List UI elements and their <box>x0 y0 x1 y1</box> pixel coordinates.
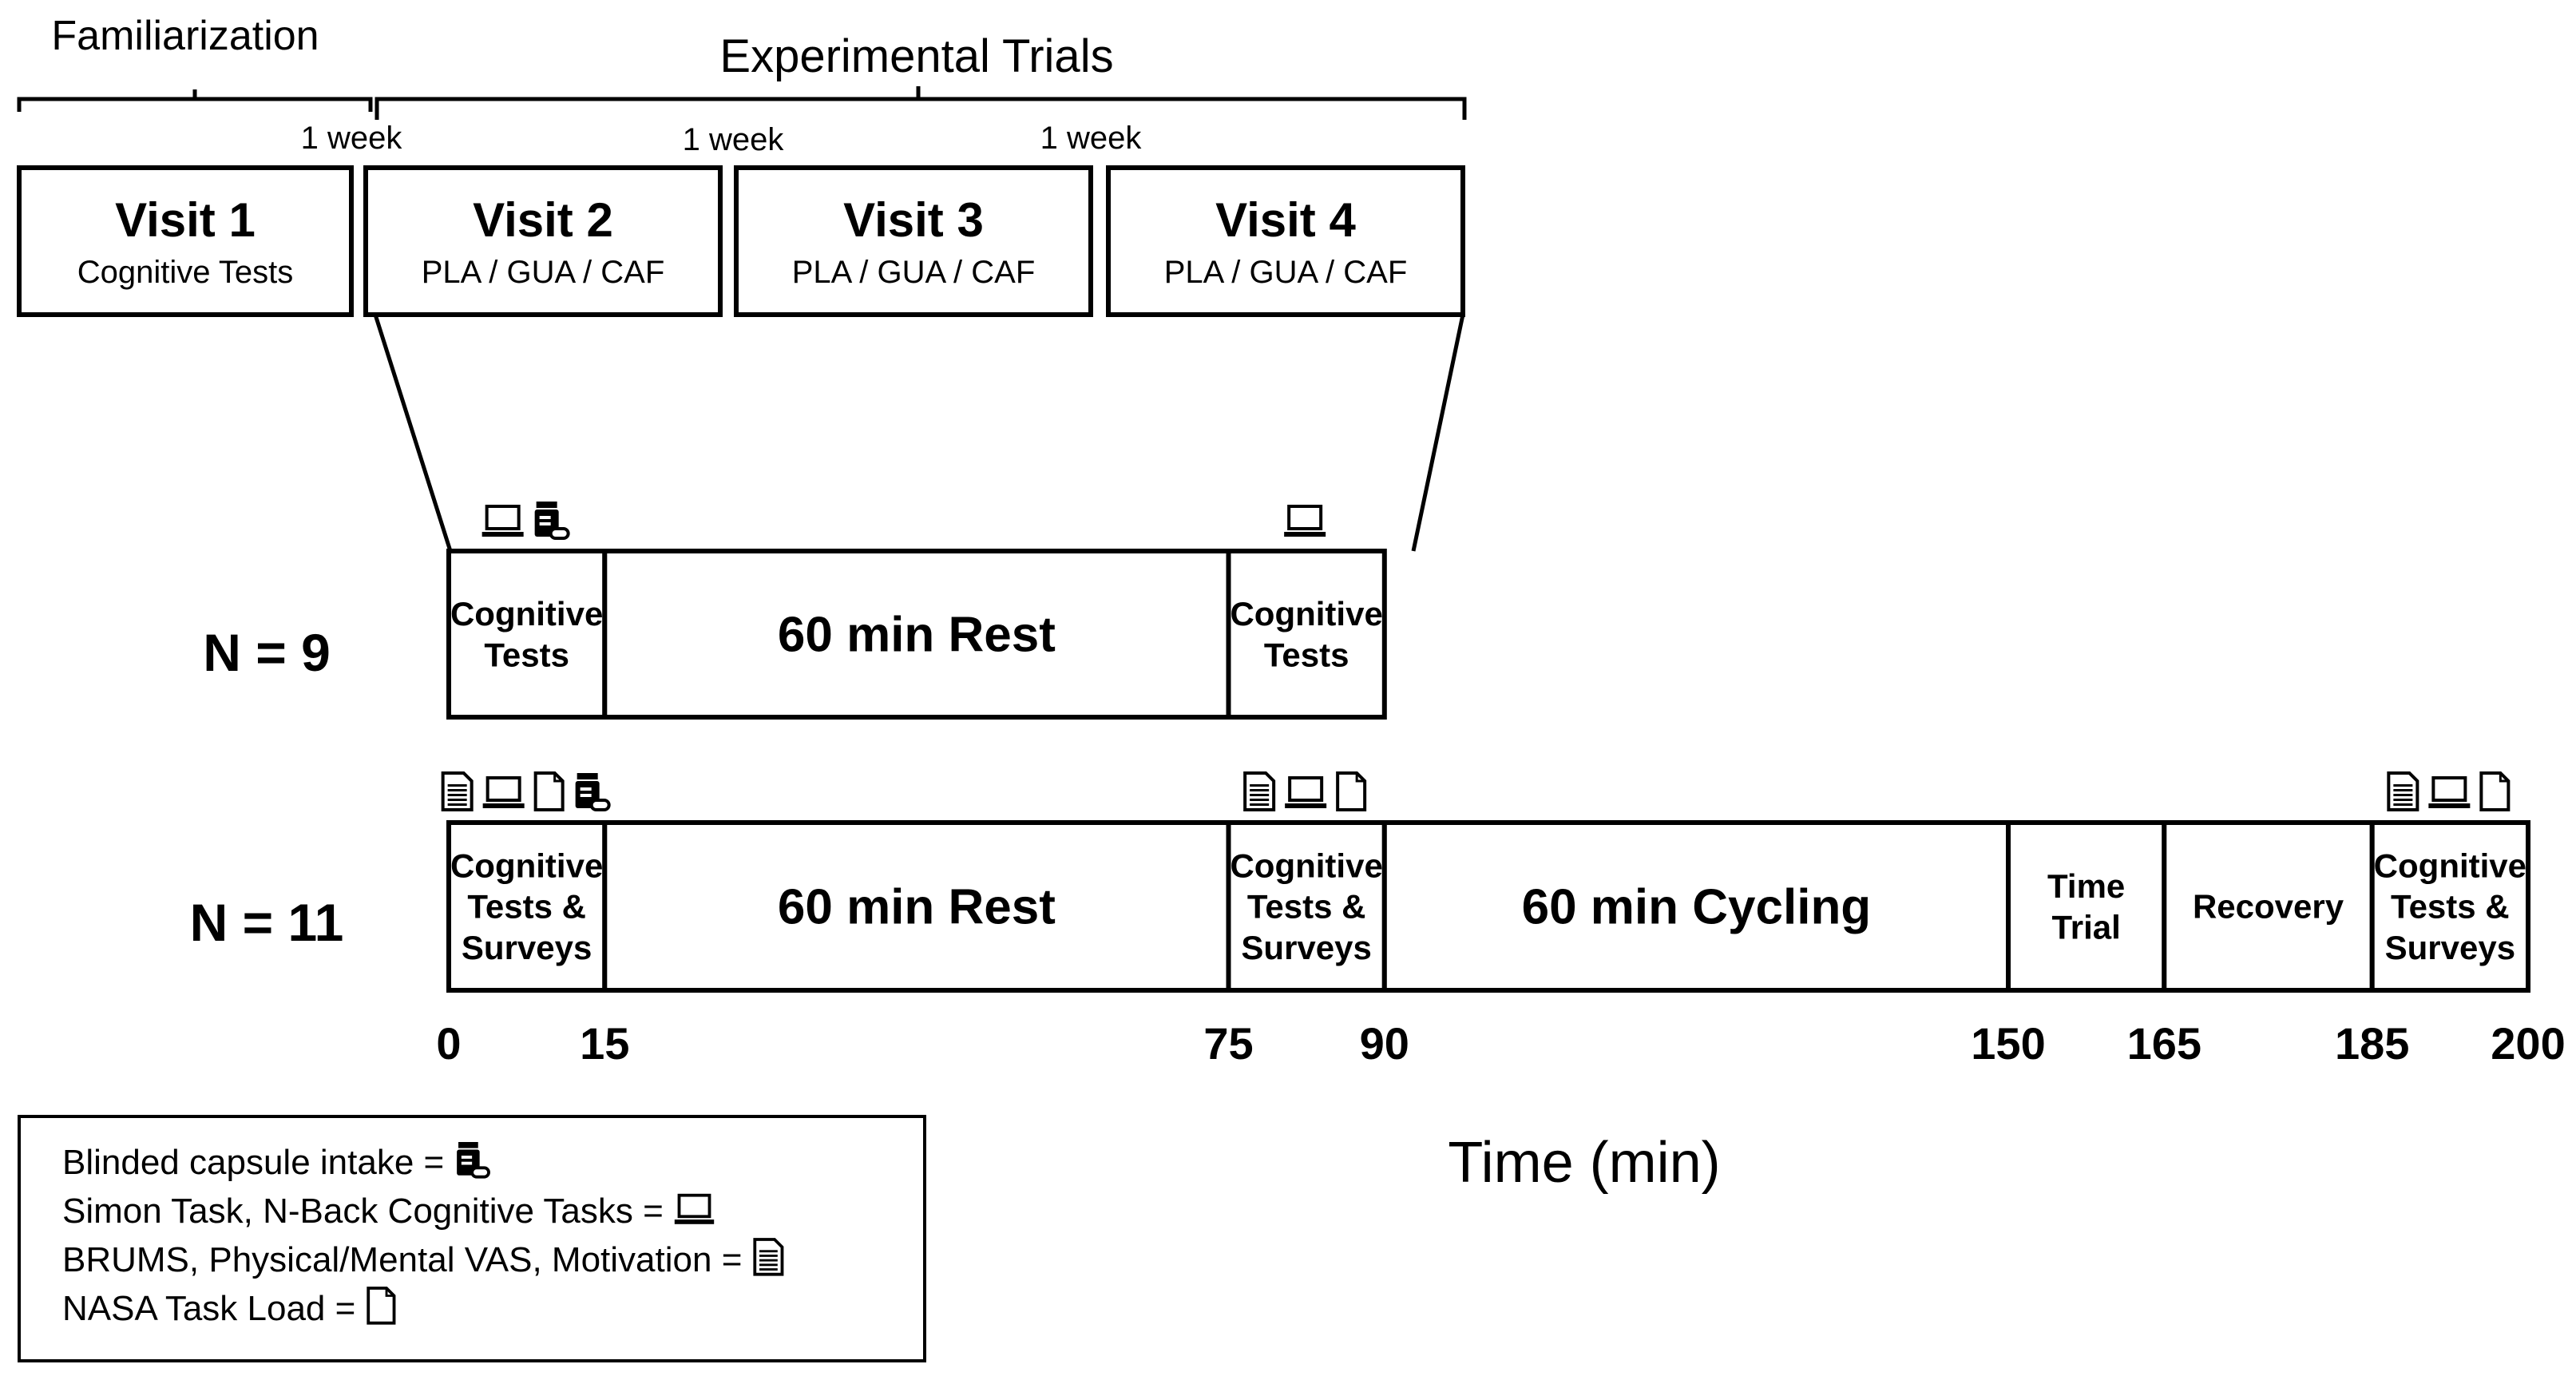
time-tick-label: 200 <box>2491 1018 2565 1069</box>
capsule-icon <box>534 502 570 540</box>
familiarization-brace <box>17 89 373 112</box>
svg-text:Visit 2: Visit 2 <box>473 193 613 247</box>
laptop-icon <box>2428 776 2471 808</box>
legend-item-label: BRUMS, Physical/Mental VAS, Motivation = <box>62 1240 742 1279</box>
blank-doc-icon <box>367 1287 396 1325</box>
laptop-icon <box>1284 505 1326 537</box>
svg-text:PLA / GUA / CAF: PLA / GUA / CAF <box>1164 255 1408 290</box>
time-axis-ticks: 0 15 75 90 150 165 185 200 <box>436 1018 2565 1069</box>
blank-doc-icon <box>2479 771 2511 811</box>
segment-label: Tests & <box>2391 888 2510 926</box>
time-tick-label: 185 <box>2335 1018 2409 1069</box>
protocol-segment: 60 min Cycling <box>1381 820 2011 993</box>
segment-label: Time <box>2047 867 2125 905</box>
survey-doc-icon <box>1243 771 1276 811</box>
legend-item: Blinded capsule intake = <box>62 1142 490 1182</box>
svg-text:Visit 3: Visit 3 <box>843 193 984 247</box>
segment-label: Cognitive <box>2374 847 2526 884</box>
week-gap-label: 1 week <box>1040 121 1143 156</box>
laptop-icon <box>674 1193 715 1224</box>
svg-text:PLA / GUA / CAF: PLA / GUA / CAF <box>792 255 1036 290</box>
time-tick-label: 90 <box>1360 1018 1409 1069</box>
legend-item-label: Simon Task, N-Back Cognitive Tasks = <box>62 1192 664 1231</box>
svg-text:Visit 1: Visit 1 <box>115 193 256 247</box>
visit-2-box: Visit 2 PLA / GUA / CAF <box>363 165 723 317</box>
visit-4-box: Visit 4 PLA / GUA / CAF <box>1106 165 1465 317</box>
visit-1-box: Visit 1 Cognitive Tests <box>17 165 354 317</box>
survey-doc-icon <box>441 771 474 811</box>
legend: Blinded capsule intake = Simon Task, N-Ba… <box>18 1115 926 1362</box>
familiarization-label: Familiarization <box>51 13 319 59</box>
laptop-icon <box>1285 776 1327 808</box>
segment-label: Trial <box>2051 908 2120 946</box>
segment-label: Cognitive <box>450 847 603 884</box>
time-tick-label: 0 <box>436 1018 461 1069</box>
survey-doc-icon <box>2387 771 2419 811</box>
svg-text:Cognitive Tests: Cognitive Tests <box>77 255 294 290</box>
capsule-icon <box>457 1142 490 1179</box>
capsule-icon <box>575 773 611 811</box>
legend-item-label: NASA Task Load = <box>62 1289 355 1328</box>
segment-label: Surveys <box>2385 929 2515 966</box>
segment-label: Tests <box>1264 636 1349 673</box>
time-tick-label: 150 <box>1971 1018 2045 1069</box>
protocol-segment: 60 min Rest <box>602 820 1231 993</box>
time-tick-label: 165 <box>2127 1018 2201 1069</box>
survey-doc-icon <box>753 1238 784 1276</box>
laptop-icon <box>482 776 525 808</box>
time-tick-label: 15 <box>580 1018 629 1069</box>
zoom-line-left <box>373 314 453 552</box>
zoom-line-right <box>1411 314 1465 552</box>
protocol-segment: Recovery <box>2162 820 2375 993</box>
segment-label: 60 min Cycling <box>1522 880 1872 935</box>
segment-label: Tests & <box>1247 888 1366 926</box>
segment-label: Surveys <box>462 929 592 966</box>
laptop-icon <box>482 505 524 537</box>
experimental-trials-brace <box>375 86 1467 120</box>
blank-doc-icon <box>533 771 565 811</box>
svg-text:PLA / GUA / CAF: PLA / GUA / CAF <box>422 255 665 290</box>
group-label-n11: N = 11 <box>190 893 344 952</box>
segment-label: Cognitive <box>450 595 603 632</box>
group-label-n9: N = 9 <box>203 623 331 682</box>
blank-doc-icon <box>1336 771 1367 811</box>
time-axis-label: Time (min) <box>1448 1131 1720 1195</box>
segment-label: Recovery <box>2193 888 2344 926</box>
experimental-trials-label: Experimental Trials <box>719 30 1113 82</box>
segment-label: Cognitive <box>1230 595 1382 632</box>
visit-3-box: Visit 3 PLA / GUA / CAF <box>734 165 1093 317</box>
segment-label: Tests & <box>467 888 586 926</box>
protocol-segment: 60 min Rest <box>602 549 1231 720</box>
week-gap-label: 1 week <box>301 121 403 156</box>
segment-label: 60 min Rest <box>778 608 1056 663</box>
segment-label: Cognitive <box>1230 847 1382 884</box>
legend-item: Simon Task, N-Back Cognitive Tasks = <box>62 1192 715 1231</box>
segment-label: Surveys <box>1241 929 1371 966</box>
week-gap-label: 1 week <box>683 122 785 157</box>
legend-item-label: Blinded capsule intake = <box>62 1143 444 1182</box>
svg-text:Visit 4: Visit 4 <box>1215 193 1356 247</box>
segment-label: 60 min Rest <box>778 880 1056 935</box>
legend-item: BRUMS, Physical/Mental VAS, Motivation = <box>62 1238 784 1279</box>
time-tick-label: 75 <box>1203 1018 1253 1069</box>
legend-item: NASA Task Load = <box>62 1287 396 1328</box>
segment-label: Tests <box>484 636 569 673</box>
